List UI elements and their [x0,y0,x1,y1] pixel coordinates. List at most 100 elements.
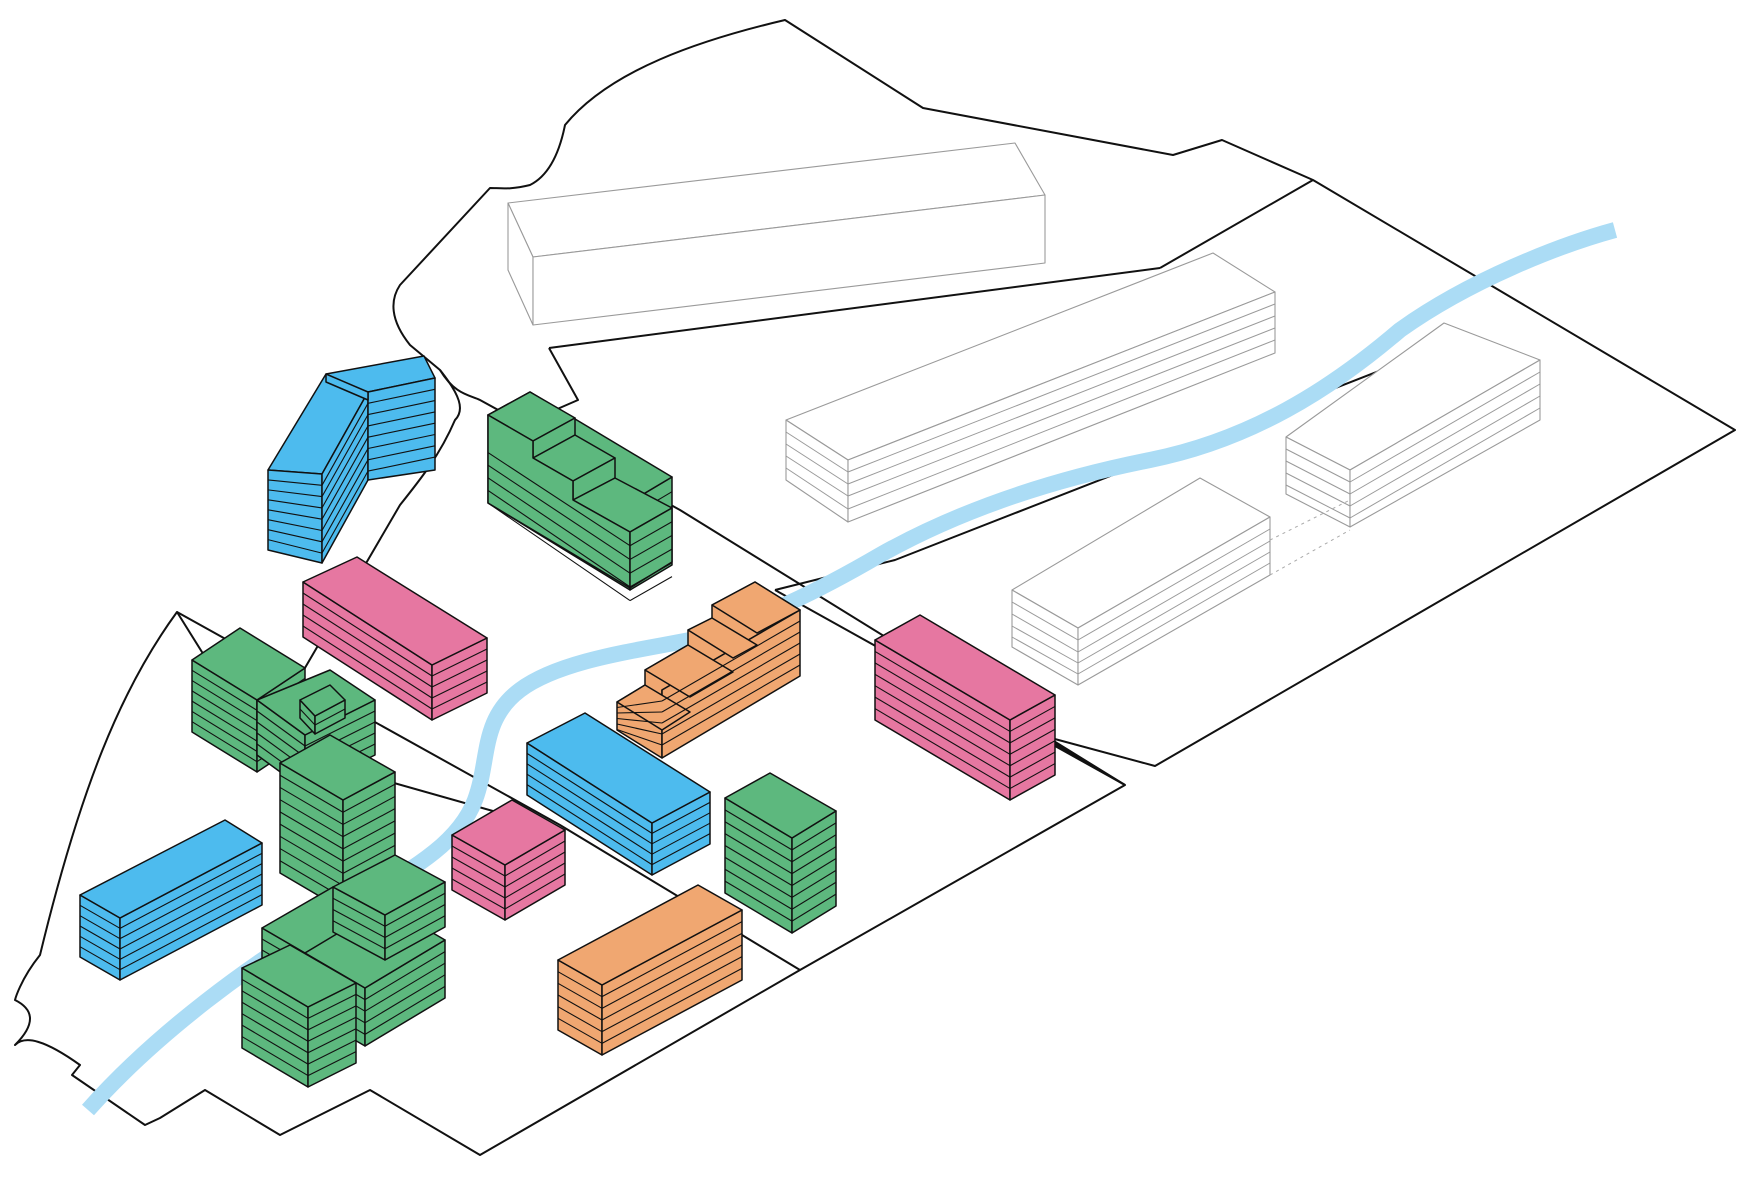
orange-stepped-center-front [661,609,801,759]
pink-cube-center-floor-line [451,856,506,888]
plot-line-diagonal [1159,179,1314,269]
blue-tower-north-floor-line [367,400,436,416]
green-cluster-south-c-floor-line [241,1001,309,1042]
green-stepped-north-floor-line [629,521,673,547]
blue-bar-center-floor-line [651,822,711,855]
green-stepped-north-floor-line [629,548,673,574]
green-cluster-south-d-floor-line [332,909,386,938]
green-cluster-south-c-floor-line [307,1028,357,1054]
blue-bar-center-floor-line [651,833,711,866]
green-cluster-south-b-floor-line [364,974,446,1024]
green-tower-center-floor-line [724,880,793,922]
plot-line-upper [548,347,579,411]
green-cluster-south-c-floor-line [307,1016,357,1042]
existing-bar-top [507,142,1046,326]
orange-stepped-center-floor-line [661,642,801,724]
blue-tower-north-east-face [367,377,436,481]
blue-tower-north-floor-line [267,519,323,532]
pink-cube-center-roof [451,799,566,866]
blue-bar-southwest-floor-line [79,935,121,960]
green-tower-center-floor-line [724,809,793,851]
blue-tower-north-floor-line [367,433,436,450]
green-tower-center-floor-line [791,881,837,910]
pink-cube-center-floor-line [451,867,506,899]
green-stepped-north-floor-line [487,502,631,602]
pink-bar-west-floor-line [302,625,433,710]
orange-step-roof-4 [711,581,801,634]
blue-bar-southwest-floor-line [119,873,263,950]
blue-tower-north-floor-line [367,422,436,438]
blue-tower-north-floor-line [267,529,323,543]
blue-bar-center-roof [526,712,711,824]
blue-bar-southwest-roof [79,819,263,919]
pink-bar-west-floor-line [431,681,488,710]
blue-bar-southwest-floor-line [79,915,121,940]
pink-cube-center-floor-line [451,845,506,877]
pink-bar-east-floor-line [874,708,1011,790]
green-cluster-south-d-floor-line [332,897,386,927]
green-cluster-west-b-floor-line [256,710,306,747]
orange-bar-south-floor-line [601,967,743,1044]
pink-bar-east [874,614,1056,801]
green-cluster-west-a-floor-line [191,690,258,732]
green-cluster-west-c-floor-line [279,835,344,874]
pink-bar-east-floor-line [874,673,1011,755]
green-cluster-west-c-floor-line [279,811,344,850]
green-cluster-west-b-floor-line [304,710,376,747]
green-cluster-south-d [332,854,446,961]
blue-tower-north-floor-line [321,459,369,543]
green-cluster-west-a-floor-line [191,669,258,711]
pink-bar-east-floor-line [1009,717,1056,744]
green-cluster-south-b-floor-line [364,962,446,1012]
green-cluster-west-c-floor-line [342,844,396,874]
blue-tower-north-floor-line [321,403,369,486]
green-tower-center-floor-line [724,868,793,910]
orange-stepped-center-floor-line [616,711,663,714]
green-tower-center-floor-line [791,822,837,851]
green-cluster-south-c-floor-line [241,1036,309,1077]
blue-tower-north-floor-line [267,489,323,498]
green-cluster-west-a-roof [191,627,306,701]
green-cluster-south-d-floor-line [384,892,446,927]
green-tower-center-floor-line [724,856,793,898]
orange-stepped-center-floor-line [661,631,801,713]
orange-stepped-center-floor-line [616,700,663,709]
pink-cube-center [451,799,566,921]
green-cluster-west-b-floor-line [256,721,306,758]
pink-bar-west-floor-line [302,614,433,699]
green-tower-center-floor-line [791,846,837,875]
green-cluster-south-c-floor-line [241,1013,309,1054]
existing-bar-upper [785,252,1276,523]
blue-bar-center [526,712,711,876]
orange-stepped-center-floor-line [661,664,801,746]
green-tower-center [724,772,837,934]
orange-bar-south [557,884,743,1056]
pink-bar-east-floor-line [1009,763,1056,790]
green-cluster-west-a-floor-line [191,721,258,763]
pink-bar-west-floor-line [431,670,488,699]
pink-bar-west-floor-line [431,648,488,677]
pink-bar-east-roof [874,614,1056,721]
green-stepped-north-steps [487,391,673,602]
green-cluster-west-c-floor-line [279,799,344,838]
green-cluster-west-a-floor-line [191,700,258,742]
blue-tower-north [267,355,436,564]
pink-bar-east-floor-line [874,662,1011,744]
green-tower-center-floor-line [724,821,793,863]
green-cluster-west-c-floor-line [279,774,344,813]
blue-bar-southwest-floor-line [79,946,121,971]
green-cluster-south-b-floor-line [364,951,446,1001]
orange-bar-south-floor-line [557,971,603,998]
green-cluster-west-c [279,734,396,911]
green-stepped-north-floor-line [487,477,631,574]
orange-stepped-center-floor-line [616,723,663,735]
blue-bar-southwest-floor-line [79,904,121,929]
blue-bar-center-floor-line [651,801,711,834]
existing-connector [1269,499,1351,576]
green-cluster-south-d-floor-line [332,920,386,950]
green-tower-center-floor-line [791,893,837,922]
blue-bar-center-floor-line [526,784,653,866]
blue-tower-north-floor-line [321,414,369,497]
blue-bar-center-floor-line [526,763,653,845]
